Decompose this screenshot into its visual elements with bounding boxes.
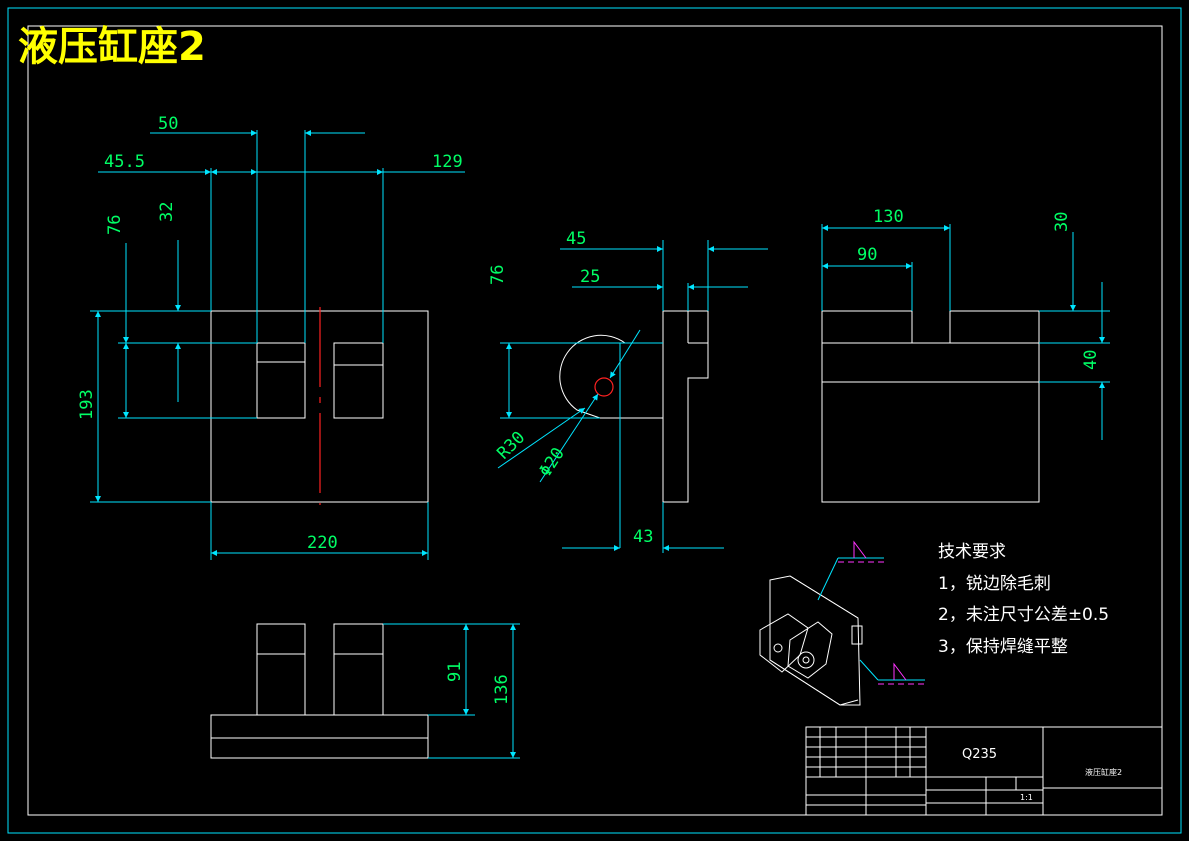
notes-heading: 技术要求 <box>938 542 1006 562</box>
weld-leader-bottom <box>859 659 879 681</box>
note-item-1: 1，锐边除毛刺 <box>938 574 1051 594</box>
scale-text: 1:1 <box>1020 793 1033 802</box>
dim-r30: R30 <box>493 428 529 464</box>
dim-30: 30 <box>1052 212 1072 232</box>
bottom-view-dimensions: 91 136 <box>383 623 520 759</box>
technical-notes: 技术要求 1，锐边除毛刺 2，未注尺寸公差±0.5 3，保持焊缝平整 <box>938 542 1109 657</box>
dim-129: 129 <box>432 152 463 172</box>
side-view <box>559 310 709 548</box>
bottom-view <box>210 623 429 759</box>
sheet-inner-border <box>27 25 1163 816</box>
dim-50: 50 <box>158 114 178 134</box>
dim-43: 43 <box>633 527 653 547</box>
isometric-view <box>759 540 925 706</box>
dim-32: 32 <box>157 202 177 222</box>
side-view-dimensions: 45 25 76 R30 Φ20 43 <box>488 229 768 553</box>
dim-130: 130 <box>873 207 904 227</box>
drawing-title: 液压缸座2 <box>18 24 206 70</box>
note-item-3: 3，保持焊缝平整 <box>938 637 1068 657</box>
dim-76-side: 76 <box>488 265 508 285</box>
dim-45: 45 <box>566 229 586 249</box>
dim-136: 136 <box>492 674 512 705</box>
dim-220: 220 <box>307 533 338 553</box>
dim-193: 193 <box>77 389 97 420</box>
weld-leader-top <box>817 557 839 601</box>
front-view <box>210 307 429 505</box>
dim-45-5: 45.5 <box>104 152 145 172</box>
dim-25: 25 <box>580 267 600 287</box>
sheet-outer-border <box>7 7 1182 834</box>
front-view-dimensions: 50 45.5 129 193 76 32 220 <box>77 114 465 560</box>
dim-phi20: Φ20 <box>535 444 569 481</box>
pin-hole <box>594 377 614 397</box>
title-block: Q235 液压缸座2 1:1 <box>805 726 1163 816</box>
dim-91: 91 <box>445 662 465 682</box>
note-item-2: 2，未注尺寸公差±0.5 <box>938 605 1109 625</box>
right-view <box>821 310 1040 503</box>
part-name-text: 液压缸座2 <box>1085 767 1122 777</box>
right-view-dimensions: 130 90 30 40 <box>821 207 1110 440</box>
dim-76-front: 76 <box>105 215 125 235</box>
dim-90: 90 <box>857 245 877 265</box>
dim-40: 40 <box>1081 350 1101 370</box>
material-text: Q235 <box>962 747 997 762</box>
